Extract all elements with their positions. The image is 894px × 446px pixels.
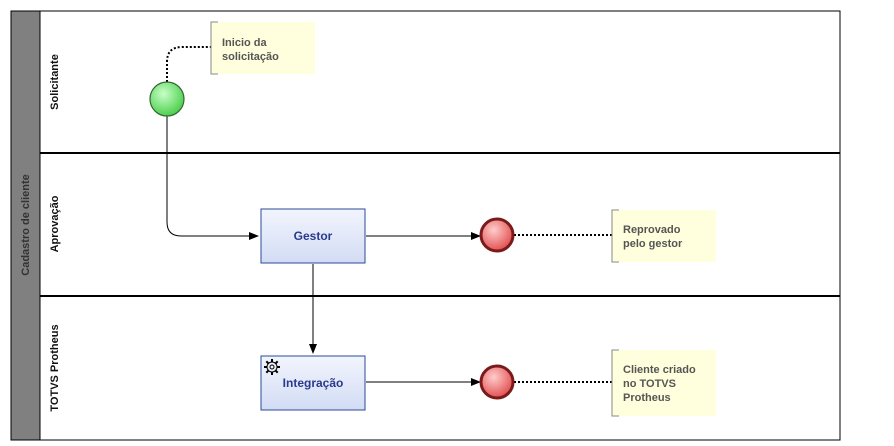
lane-title-totvs-protheus: TOTVS Protheus (49, 324, 61, 411)
annotation-created[interactable]: Cliente criado no TOTVS Protheus (611, 349, 716, 417)
svg-text:Inicio da solicitação: Inicio da solicitação (222, 37, 279, 63)
annotation-created-line-1: Cliente criado (623, 364, 696, 376)
lane-title-solicitante: Solicitante (49, 54, 61, 110)
task-gestor-label: Gestor (294, 229, 333, 243)
annotation-reject[interactable]: Reprovado pelo gestor (611, 209, 716, 263)
end-event-created[interactable] (479, 364, 515, 400)
gear-icon (264, 359, 280, 375)
association-start (166, 46, 211, 82)
task-integracao[interactable]: Integração (260, 355, 366, 411)
end-event-reject[interactable] (479, 217, 515, 253)
lane-title-aprovacao: Aprovação (49, 195, 61, 252)
pool-title: Cadastro de cliente (20, 174, 32, 275)
start-event[interactable] (149, 81, 185, 117)
annotation-start-line-1: Inicio da (222, 37, 268, 49)
task-integracao-label: Integração (283, 376, 344, 390)
annotation-created-line-2: no TOTVS (623, 378, 676, 390)
task-gestor[interactable]: Gestor (260, 208, 366, 264)
annotation-start-line-2: solicitação (222, 51, 279, 63)
lane-aprovacao[interactable]: Aprovação (40, 152, 840, 252)
annotation-start[interactable]: Inicio da solicitação (210, 21, 315, 75)
pool-header (10, 10, 41, 441)
svg-text:Reprovado pelo gestor: Reprovado pelo gestor (623, 224, 684, 250)
flow-start-to-gestor[interactable] (166, 116, 259, 240)
annotation-reject-line-2: pelo gestor (623, 238, 683, 250)
lane-totvs-protheus[interactable]: TOTVS Protheus (40, 295, 840, 412)
svg-text:Cliente criado no TOTVS: Cliente criado no TOTVS Protheus (623, 364, 699, 404)
annotation-created-line-3: Protheus (623, 392, 671, 404)
annotation-reject-line-1: Reprovado (623, 224, 681, 236)
